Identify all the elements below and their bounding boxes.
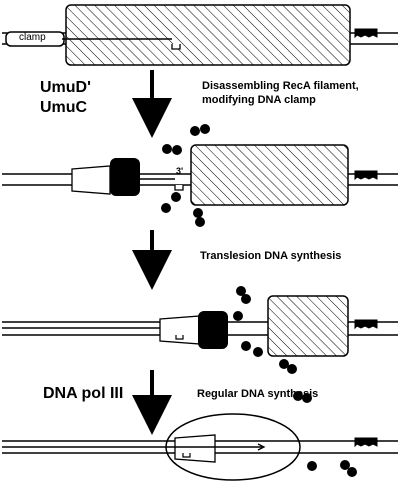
recA-monomer (253, 347, 263, 357)
recA-filament-partial (190, 144, 349, 206)
recA-monomer (171, 192, 181, 202)
umuC-polymerase (110, 158, 140, 196)
recA-monomer (190, 126, 200, 136)
lesion-marker (354, 319, 378, 330)
lesion-marker (354, 28, 378, 39)
new-strand-tip (257, 443, 266, 451)
recA-monomer (172, 145, 182, 155)
lesion-notch (171, 44, 181, 50)
modified-clamp (71, 165, 111, 195)
recA-monomer (233, 311, 243, 321)
recA-monomer (195, 217, 205, 227)
recA-monomer (241, 294, 251, 304)
recA-filament-remaining (267, 295, 349, 357)
lesion-notch (174, 185, 184, 191)
recA-monomer (241, 341, 251, 351)
lesion-marker (354, 170, 378, 181)
lesion-notch (182, 453, 191, 458)
recA-monomer (200, 124, 210, 134)
factor-umuC: UmuC (40, 99, 88, 116)
three-prime-end-label: 3' (176, 166, 184, 176)
lesion-marker (354, 437, 378, 448)
factor-dna-pol-III: DNA pol III (43, 385, 124, 402)
clamp (174, 434, 216, 463)
recA-monomer (161, 203, 171, 213)
recA-monomer (236, 286, 246, 296)
released-recA-monomers (161, 124, 357, 477)
clamp-label: clamp (19, 32, 46, 43)
step3-description: Regular DNA synthesis (197, 388, 319, 400)
recA-monomer (279, 359, 289, 369)
panel-1-recA-filament (2, 4, 398, 66)
recA-monomer (347, 467, 357, 477)
recA-monomer (193, 208, 203, 218)
factor-umuD-prime: UmuD' (40, 79, 91, 96)
recA-monomer (162, 144, 172, 154)
recA-filament (65, 4, 351, 66)
step1-description-line2: modifying DNA clamp (202, 94, 316, 106)
recA-monomer (307, 461, 317, 471)
step1-description-line1: Disassembling RecA filament, (202, 80, 359, 92)
lesion-notch (175, 335, 184, 340)
umuC-polymerase (198, 311, 228, 349)
panel-4-regular-synthesis (2, 413, 398, 481)
recA-monomer (287, 364, 297, 374)
step2-description: Translesion DNA synthesis (200, 250, 342, 262)
recA-monomer (293, 391, 303, 401)
modified-clamp (159, 315, 201, 345)
panel-2-disassembly (2, 144, 398, 206)
recA-monomer (340, 460, 350, 470)
panel-3-translesion (2, 295, 398, 357)
recA-monomer (302, 393, 312, 403)
